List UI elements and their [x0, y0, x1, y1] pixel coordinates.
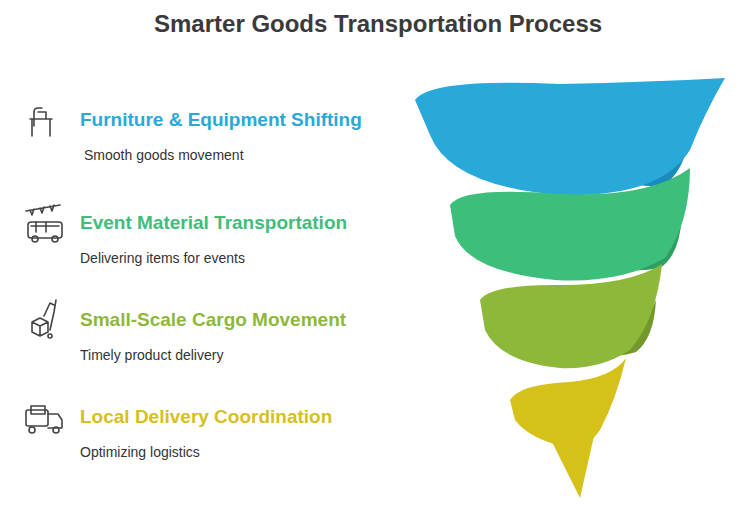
- item-heading: Event Material Transportation: [80, 212, 347, 235]
- truck-icon: [26, 406, 62, 433]
- item-description: Optimizing logistics: [80, 444, 200, 461]
- item-description: Smooth goods movement: [84, 147, 244, 164]
- item-description: Timely product delivery: [80, 347, 223, 364]
- item-description: Delivering items for events: [80, 250, 245, 267]
- funnel-spiral: [415, 78, 725, 498]
- item-icons: [26, 108, 62, 433]
- item-heading: Small-Scale Cargo Movement: [80, 309, 346, 332]
- event-van-icon: [26, 205, 62, 242]
- item-heading: Local Delivery Coordination: [80, 406, 332, 429]
- furniture-icon: [30, 108, 52, 136]
- diagram-title: Smarter Goods Transportation Process: [154, 10, 602, 39]
- cargo-icon: [32, 300, 56, 338]
- item-heading: Furniture & Equipment Shifting: [80, 109, 362, 132]
